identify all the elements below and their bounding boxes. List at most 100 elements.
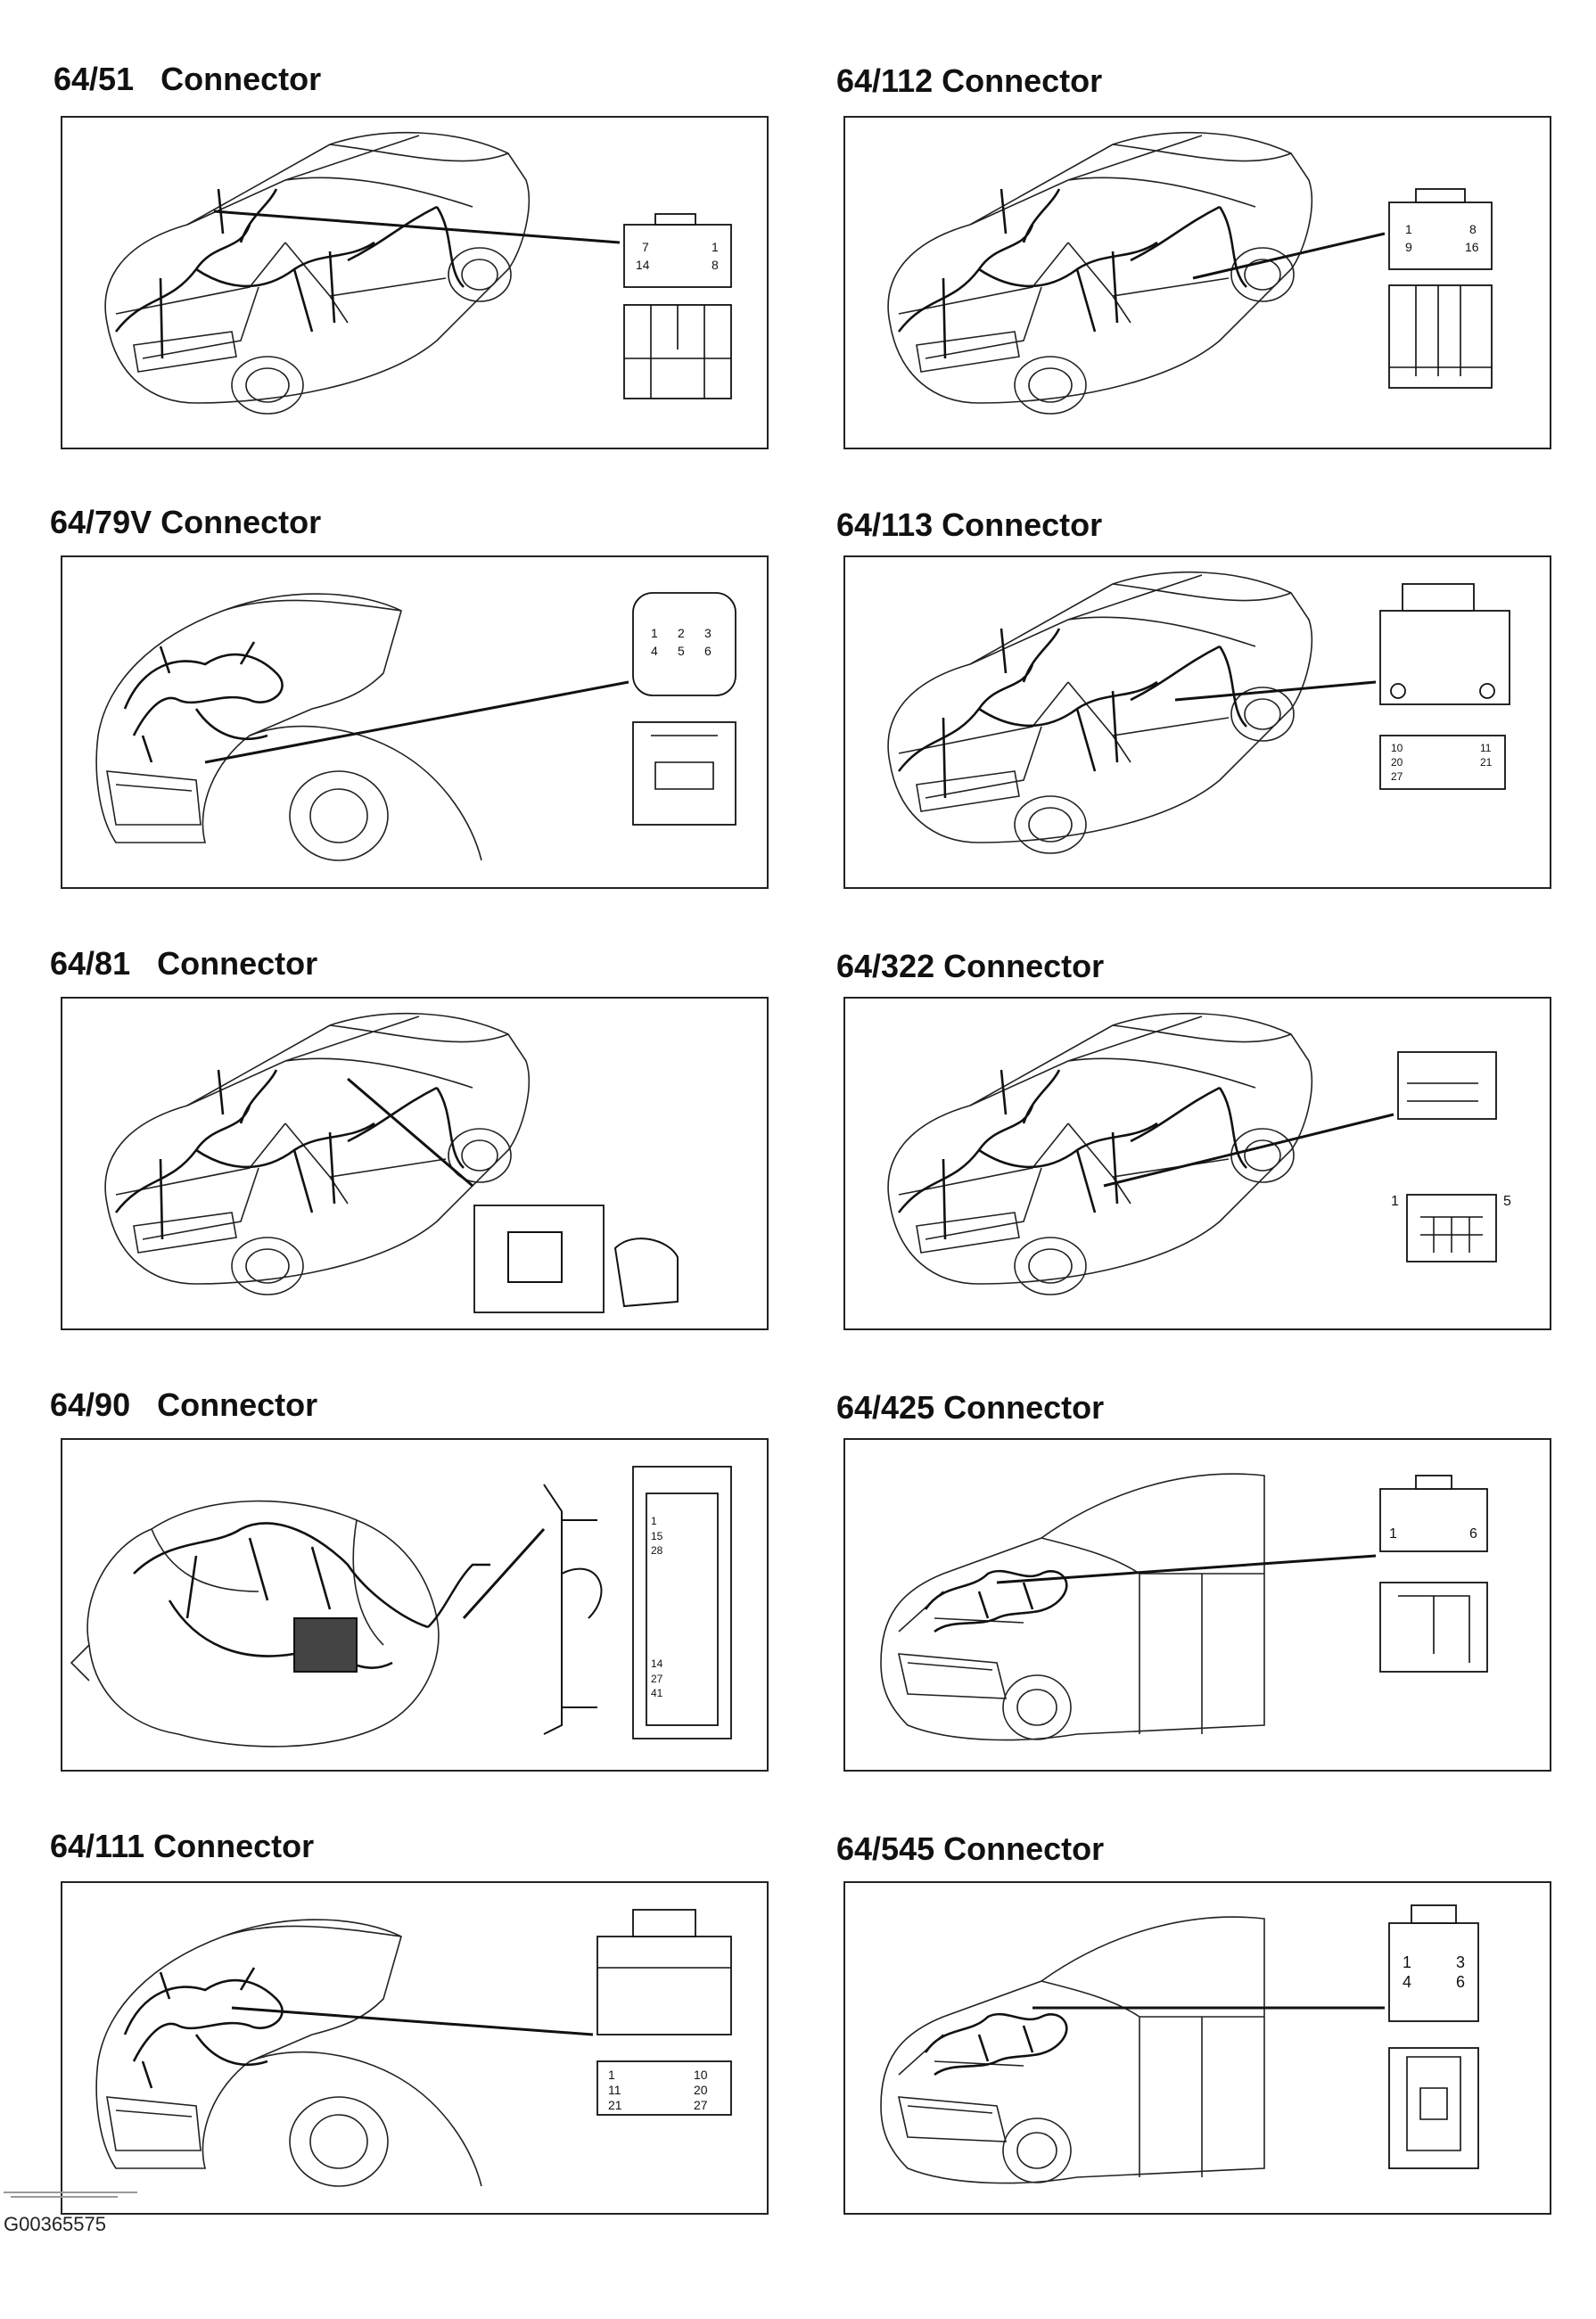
pin-label: 1 xyxy=(712,240,719,254)
leader-line xyxy=(1174,680,1377,702)
vehicle-illustration xyxy=(70,1500,490,1747)
diagram-svg: 1 3 4 6 xyxy=(880,1904,1479,2184)
pin-label: 1 xyxy=(1405,222,1412,236)
vehicle-illustration xyxy=(95,1919,482,2187)
vehicle-illustration xyxy=(104,1012,530,1295)
leader-line xyxy=(996,1554,1377,1584)
leader-line xyxy=(1103,1113,1394,1188)
pin-label: 7 xyxy=(642,240,649,254)
pin-label: 8 xyxy=(712,258,719,272)
pin-label: 27 xyxy=(694,2098,708,2112)
connector-diagram-p9: 1 10 11 20 21 27 xyxy=(61,1881,769,2215)
diagram-svg: 10 11 20 21 27 xyxy=(887,571,1510,854)
connector-diagram-p1: 7 1 14 8 xyxy=(61,116,769,449)
pin-label: 1 xyxy=(651,1515,657,1527)
pin-label: 14 xyxy=(636,258,650,272)
pin-label: 11 xyxy=(1480,742,1492,754)
pin-label: 3 xyxy=(1456,1953,1465,1971)
connector-title: 64/111 Connector xyxy=(50,1828,315,1864)
leader-line xyxy=(231,2006,594,2036)
pin-label: 21 xyxy=(1480,756,1493,769)
diagram-svg xyxy=(104,1012,679,1313)
connector-illustration: 1 2 3 4 5 6 xyxy=(632,592,736,826)
vehicle-illustration xyxy=(887,1012,1312,1295)
connector-illustration: 1 3 4 6 xyxy=(1388,1904,1479,2169)
pin-label: 11 xyxy=(608,2083,621,2097)
connector-title: 64/51 Connector xyxy=(53,61,322,97)
connector-illustration: 10 11 20 21 27 xyxy=(1379,583,1510,790)
pin-label: 8 xyxy=(1469,222,1477,236)
connector-title: 64/322 Connector xyxy=(836,948,1105,984)
connector-illustration xyxy=(473,1205,679,1313)
connector-title: 64/112 Connector xyxy=(836,62,1103,99)
vehicle-illustration xyxy=(880,1473,1265,1741)
figure-code: G00365575 xyxy=(4,2213,106,2235)
vehicle-illustration xyxy=(880,1916,1265,2184)
leader-line xyxy=(462,1527,546,1620)
diagram-svg: 1 2 3 4 5 6 xyxy=(95,592,736,861)
vehicle-illustration xyxy=(887,571,1312,854)
pin-label: 20 xyxy=(1391,756,1403,769)
pin-label: 28 xyxy=(651,1544,663,1557)
connector-illustration: 1 8 9 16 xyxy=(1388,188,1493,389)
diagram-svg: 1 15 28 14 27 41 xyxy=(70,1466,732,1747)
pin-label: 1 xyxy=(1403,1953,1411,1971)
pin-label: 4 xyxy=(651,644,658,658)
vehicle-illustration xyxy=(95,593,482,861)
pin-label: 14 xyxy=(651,1657,663,1670)
pin-label: 4 xyxy=(1403,1973,1411,1991)
vehicle-illustration xyxy=(887,131,1312,415)
pin-label: 16 xyxy=(1465,240,1479,254)
pin-label: 1 xyxy=(1391,1194,1399,1209)
pin-label: 1 xyxy=(608,2068,615,2082)
connector-diagram-p5 xyxy=(61,997,769,1330)
connector-illustration: 1 15 28 14 27 41 xyxy=(543,1466,732,1739)
diagram-svg: 1 10 11 20 21 27 xyxy=(95,1909,732,2187)
connector-title: 64/113 Connector xyxy=(836,506,1103,543)
diagram-svg: 7 1 14 8 xyxy=(104,131,732,415)
pin-label: 5 xyxy=(1503,1194,1511,1209)
pin-label: 6 xyxy=(704,644,712,658)
connector-title: 64/425 Connector xyxy=(836,1389,1105,1426)
pin-label: 2 xyxy=(678,626,685,640)
leader-line xyxy=(1192,232,1386,280)
diagram-svg: 1 8 9 16 xyxy=(887,131,1493,415)
pin-label: 1 xyxy=(651,626,658,640)
pin-label: 20 xyxy=(694,2083,708,2097)
pin-label: 9 xyxy=(1405,240,1412,254)
pin-label: 10 xyxy=(694,2068,708,2082)
leader-line xyxy=(213,210,621,244)
connector-title: 64/545 Connector xyxy=(836,1830,1105,1867)
pin-label: 41 xyxy=(651,1687,663,1699)
connector-title: 64/81 Connector xyxy=(50,945,318,982)
pin-label: 27 xyxy=(651,1673,663,1685)
footer-stamp xyxy=(2,2186,144,2204)
connector-diagram-p7: 1 15 28 14 27 41 xyxy=(61,1438,769,1772)
pin-label: 10 xyxy=(1391,742,1403,754)
pin-label: 21 xyxy=(608,2098,622,2112)
leader-line xyxy=(347,1077,473,1188)
pin-label: 27 xyxy=(1391,770,1403,783)
connector-diagram-p2: 1 8 9 16 xyxy=(843,116,1551,449)
pin-label: 6 xyxy=(1469,1526,1477,1542)
connector-title: 64/79V Connector xyxy=(50,504,322,540)
vehicle-illustration xyxy=(104,131,530,415)
connector-diagram-p10: 1 3 4 6 xyxy=(843,1881,1551,2215)
pin-label: 3 xyxy=(704,626,712,640)
connector-illustration: 7 1 14 8 xyxy=(623,213,732,399)
connector-diagram-p3: 1 2 3 4 5 6 xyxy=(61,555,769,889)
connector-diagram-p4: 10 11 20 21 27 xyxy=(843,555,1551,889)
pin-label: 15 xyxy=(651,1530,663,1542)
pin-label: 1 xyxy=(1389,1526,1397,1542)
connector-title: 64/90 Connector xyxy=(50,1386,318,1423)
connector-illustration: 1 10 11 20 21 27 xyxy=(596,1909,732,2116)
pin-label: 6 xyxy=(1456,1973,1465,1991)
leader-line xyxy=(204,680,629,764)
pin-label: 5 xyxy=(678,644,685,658)
